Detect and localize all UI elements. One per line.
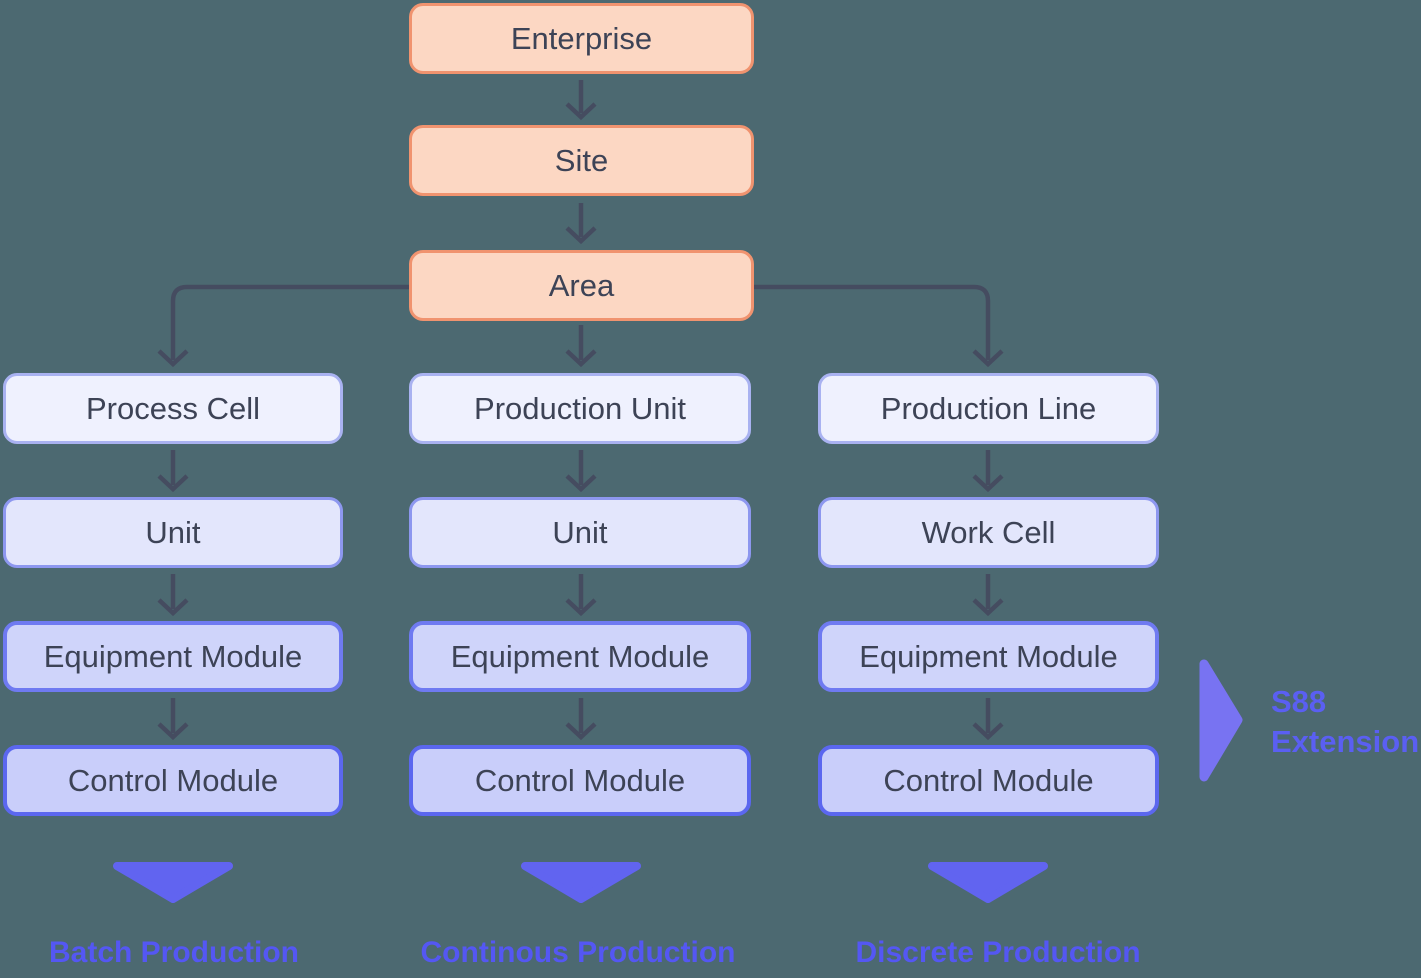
s88-extension-line1: S88	[1271, 684, 1327, 719]
batch-arrow-icon	[113, 862, 233, 903]
s88-extension-label: S88 Extension	[1271, 682, 1419, 762]
node-control-module-batch: Control Module	[3, 745, 343, 816]
node-unit-batch: Unit	[3, 497, 343, 568]
s88-extension-line2: Extension	[1271, 724, 1420, 759]
continuous-production-label: Continous Production	[420, 936, 736, 969]
node-work-cell: Work Cell	[818, 497, 1159, 568]
s88-extension-arrow-icon	[1199, 659, 1243, 782]
node-production-unit: Production Unit	[409, 373, 751, 444]
node-enterprise: Enterprise	[409, 3, 754, 74]
batch-production-label: Batch Production	[48, 936, 300, 969]
connector-unit-equipment-module-batch	[157, 574, 189, 617]
connector-area-production-unit	[565, 325, 597, 368]
node-process-cell: Process Cell	[3, 373, 343, 444]
connector-process-cell-unit	[157, 450, 189, 493]
node-equipment-module-continuous: Equipment Module	[409, 621, 751, 692]
connector-work-cell-equipment-module	[972, 574, 1004, 617]
node-unit-continuous: Unit	[409, 497, 751, 568]
connector-production-unit-unit	[565, 450, 597, 493]
connector-equipment-control-batch	[157, 698, 189, 741]
node-site: Site	[409, 125, 754, 196]
connector-equipment-control-continuous	[565, 698, 597, 741]
connector-equipment-control-discrete	[972, 698, 1004, 741]
node-area: Area	[409, 250, 754, 321]
node-control-module-discrete: Control Module	[818, 745, 1159, 816]
discrete-arrow-icon	[928, 862, 1048, 903]
connector-unit-equipment-module-continuous	[565, 574, 597, 617]
connector-production-line-work-cell	[972, 450, 1004, 493]
discrete-production-label: Discrete Production	[855, 936, 1141, 969]
node-equipment-module-batch: Equipment Module	[3, 621, 343, 692]
connector-area-production-line	[753, 284, 1004, 368]
connector-area-process-cell	[157, 284, 409, 368]
connector-enterprise-site	[565, 80, 597, 121]
connector-site-area	[565, 203, 597, 245]
continuous-arrow-icon	[521, 862, 641, 903]
node-equipment-module-discrete: Equipment Module	[818, 621, 1159, 692]
node-control-module-continuous: Control Module	[409, 745, 751, 816]
node-production-line: Production Line	[818, 373, 1159, 444]
